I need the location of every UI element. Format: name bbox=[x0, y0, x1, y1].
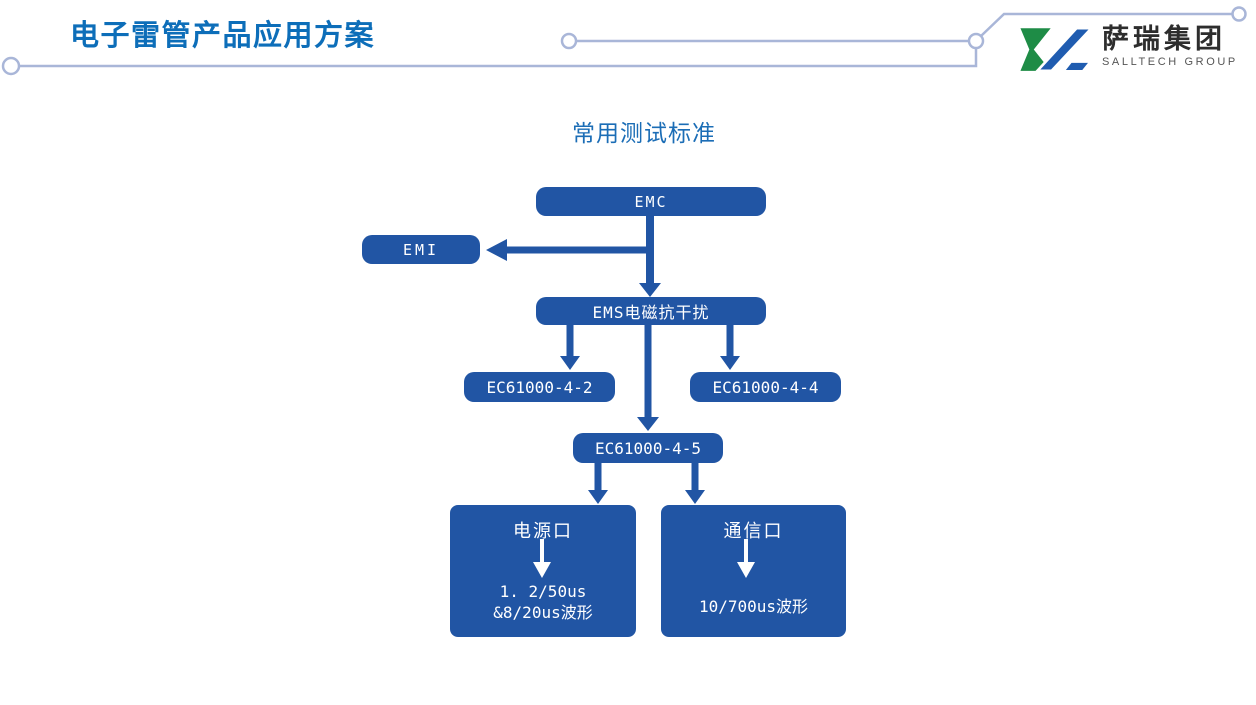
logo-green-shape bbox=[1020, 28, 1051, 71]
comm-port-detail: 10/700us波形 bbox=[698, 596, 809, 616]
logo-text-block: 萨瑞集团 SALLTECH GROUP bbox=[1102, 24, 1238, 68]
logo-blue-band bbox=[1034, 26, 1095, 73]
power-port-detail: 1. 2/50us &8/20us波形 bbox=[450, 581, 636, 623]
node-power-port: 电源口 1. 2/50us &8/20us波形 bbox=[450, 505, 636, 637]
salltech-logo-icon bbox=[1020, 26, 1095, 73]
power-port-detail-line2: &8/20us波形 bbox=[493, 602, 593, 622]
decor-circle-left-mid bbox=[560, 32, 578, 50]
decor-circle-bottom-left bbox=[1, 56, 21, 76]
power-port-title: 电源口 bbox=[513, 521, 573, 541]
logo-company-name: 萨瑞集团 bbox=[1102, 24, 1226, 54]
arrow-ems-to-ec61000-4-2 bbox=[560, 325, 580, 370]
decor-circle-top-right bbox=[1231, 6, 1247, 22]
node-emi: EMI bbox=[362, 235, 480, 264]
arrow-emc-to-emi bbox=[486, 239, 653, 261]
logo-blue-foot bbox=[1062, 61, 1092, 72]
company-logo: 萨瑞集团 SALLTECH GROUP bbox=[1016, 24, 1238, 76]
slide-title: 电子雷管产品应用方案 bbox=[70, 20, 376, 52]
decor-circle-right-mid bbox=[967, 32, 985, 50]
power-port-detail-line1: 1. 2/50us bbox=[499, 581, 587, 601]
arrow-emc-to-ems bbox=[639, 214, 661, 297]
arrow-ems-to-ec61000-4-5 bbox=[637, 325, 659, 431]
logo-company-subtitle: SALLTECH GROUP bbox=[1102, 56, 1238, 69]
node-ec61000-4-5: EC61000-4-5 bbox=[573, 433, 723, 463]
node-ec61000-4-4: EC61000-4-4 bbox=[690, 372, 841, 402]
arrow-ems-to-ec61000-4-4 bbox=[720, 325, 740, 370]
diagram-heading: 常用测试标准 bbox=[572, 120, 716, 146]
comm-port-title: 通信口 bbox=[723, 521, 784, 541]
node-ec61000-4-2: EC61000-4-2 bbox=[464, 372, 615, 402]
node-emc: EMC bbox=[536, 187, 766, 216]
node-comm-port: 通信口 10/700us波形 bbox=[661, 505, 846, 637]
node-ems: EMS电磁抗干扰 bbox=[536, 297, 766, 325]
arrow-ec61000-4-5-to-comm-port bbox=[685, 462, 705, 504]
arrow-ec61000-4-5-to-power-port bbox=[588, 462, 608, 504]
